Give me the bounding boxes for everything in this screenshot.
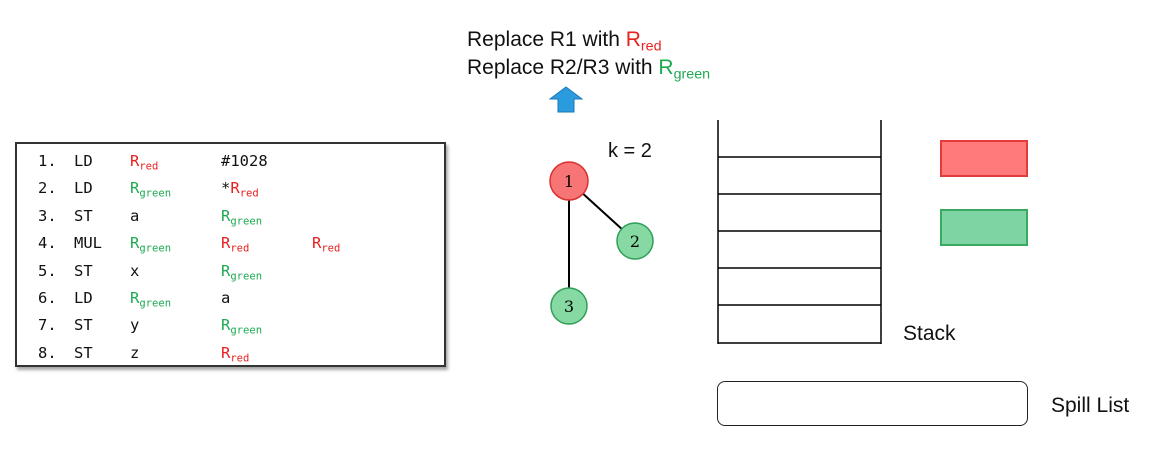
operand: #1028 — [221, 152, 268, 170]
line-number: 2. — [38, 179, 57, 197]
operand: Rgreen — [221, 262, 263, 283]
green-register-swatch — [940, 209, 1028, 246]
k-label: k = 2 — [608, 140, 652, 162]
operand: a — [130, 207, 140, 225]
operand: Rred — [312, 234, 341, 255]
spill-list-box — [717, 381, 1028, 426]
operand: Rgreen — [130, 289, 172, 310]
r-red-label: Rred — [625, 28, 662, 55]
red-register-swatch — [940, 140, 1028, 177]
opcode: ST — [74, 316, 93, 334]
spill-list-label: Spill List — [1051, 394, 1130, 417]
svg-text:2: 2 — [630, 232, 640, 251]
up-arrow-icon — [549, 86, 583, 113]
line-number: 5. — [38, 262, 57, 280]
operand: Rgreen — [130, 179, 172, 200]
line-number: 7. — [38, 316, 57, 334]
opcode: ST — [74, 344, 93, 362]
operand: y — [130, 316, 140, 334]
operand: Rgreen — [221, 207, 263, 228]
line-number: 1. — [38, 152, 57, 170]
operand: a — [221, 289, 231, 307]
svg-text:1: 1 — [564, 172, 574, 191]
operand: z — [130, 344, 140, 362]
graph-node-3: 3 — [550, 287, 588, 325]
operand: Rgreen — [221, 316, 263, 337]
replace-line-2: Replace R2/R3 with Rgreen — [467, 56, 711, 83]
graph-node-2: 2 — [616, 222, 654, 260]
line-number: 4. — [38, 234, 57, 252]
opcode: LD — [74, 152, 93, 170]
operand: *Rred — [221, 179, 259, 200]
stack — [717, 120, 882, 344]
svg-text:3: 3 — [564, 297, 574, 316]
operand: Rred — [221, 234, 250, 255]
line-number: 8. — [38, 344, 57, 362]
operand: Rred — [221, 344, 250, 365]
replace-line-1: Replace R1 with Rred — [467, 28, 662, 55]
operand: Rgreen — [130, 234, 172, 255]
line-number: 6. — [38, 289, 57, 307]
stack-label: Stack — [903, 322, 956, 345]
operand: Rred — [130, 152, 159, 173]
opcode: ST — [74, 262, 93, 280]
interference-graph: 1 2 3 — [549, 161, 654, 325]
opcode: MUL — [74, 234, 102, 252]
operand: x — [130, 262, 140, 280]
graph-node-1: 1 — [549, 161, 589, 201]
opcode: LD — [74, 289, 93, 307]
line-number: 3. — [38, 207, 57, 225]
replace-instructions: Replace R1 with Rred Replace R2/R3 with … — [467, 26, 710, 82]
opcode: LD — [74, 179, 93, 197]
opcode: ST — [74, 207, 93, 225]
r-green-label: Rgreen — [658, 56, 711, 83]
